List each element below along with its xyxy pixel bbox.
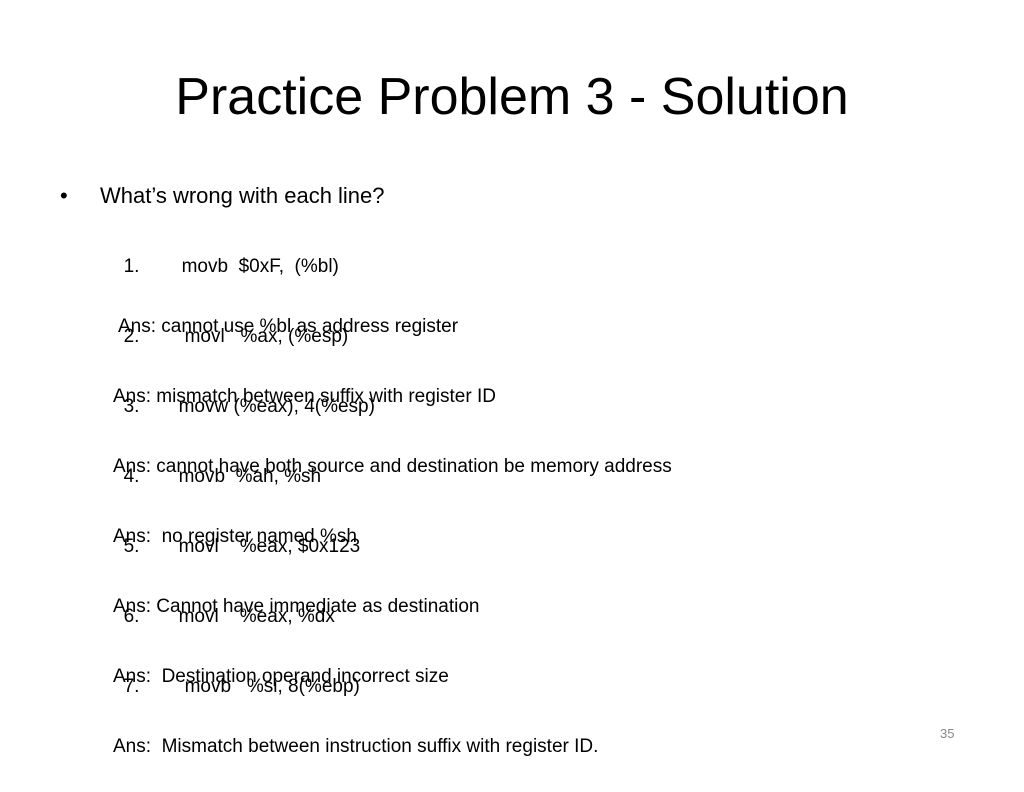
- problem-number: 6.: [123, 606, 140, 627]
- problem-item-7: 7. movb %si, 8(%ebp) Ans: Mismatch betwee…: [113, 642, 598, 792]
- problem-code: movw (%eax), 4(%esp): [178, 396, 375, 417]
- problem-code: movb %si, 8(%ebp): [184, 676, 360, 697]
- problem-item-5: 5. movl %eax, $0x123 Ans: Cannot have imm…: [113, 502, 480, 652]
- problem-answer: Ans: Mismatch between instruction suffix…: [113, 736, 599, 757]
- problem-answer: Ans: cannot use %bl as address register: [118, 316, 459, 337]
- problem-number: 2.: [123, 326, 140, 347]
- problem-number: 1.: [123, 256, 140, 277]
- problem-code: movb $0xF, (%bl): [181, 256, 339, 277]
- problem-number: 5.: [123, 536, 140, 557]
- problem-answer: Ans: Cannot have immediate as destinatio…: [113, 596, 480, 617]
- problem-answer: Ans: no register named %sh: [113, 526, 357, 547]
- problem-item-4: 4. movb %ah, %sh Ans: no register named %…: [113, 432, 357, 582]
- problem-code: movl %eax, $0x123: [178, 536, 361, 557]
- problem-number: 3.: [123, 396, 140, 417]
- problem-number: 4.: [123, 466, 140, 487]
- problem-code: movl %ax, (%esp): [184, 326, 349, 347]
- problem-item-3: 3. movw (%eax), 4(%esp) Ans: cannot have …: [113, 362, 672, 512]
- problem-item-1: 1. movb $0xF, (%bl) Ans: cannot use %bl a…: [113, 222, 458, 372]
- problem-code: movl %eax, %dx: [178, 606, 335, 627]
- problem-answer: Ans: Destination operand incorrect size: [113, 666, 449, 687]
- problem-code: movb %ah, %sh: [178, 466, 322, 487]
- bullet-icon: •: [60, 183, 68, 208]
- problem-number: 7.: [123, 676, 140, 697]
- bullet-text: What’s wrong with each line?: [100, 183, 385, 208]
- slide-title: Practice Problem 3 - Solution: [175, 68, 849, 126]
- problem-item-6: 6. movl %eax, %dx Ans: Destination operan…: [113, 572, 449, 722]
- bullet-item: • What’s wrong with each line?: [60, 180, 385, 212]
- problem-answer: Ans: cannot have both source and destina…: [113, 456, 672, 477]
- problem-item-2: 2. movl %ax, (%esp) Ans: mismatch between…: [113, 292, 496, 442]
- problem-answer: Ans: mismatch between suffix with regist…: [113, 386, 496, 407]
- page-number: 35: [940, 726, 955, 741]
